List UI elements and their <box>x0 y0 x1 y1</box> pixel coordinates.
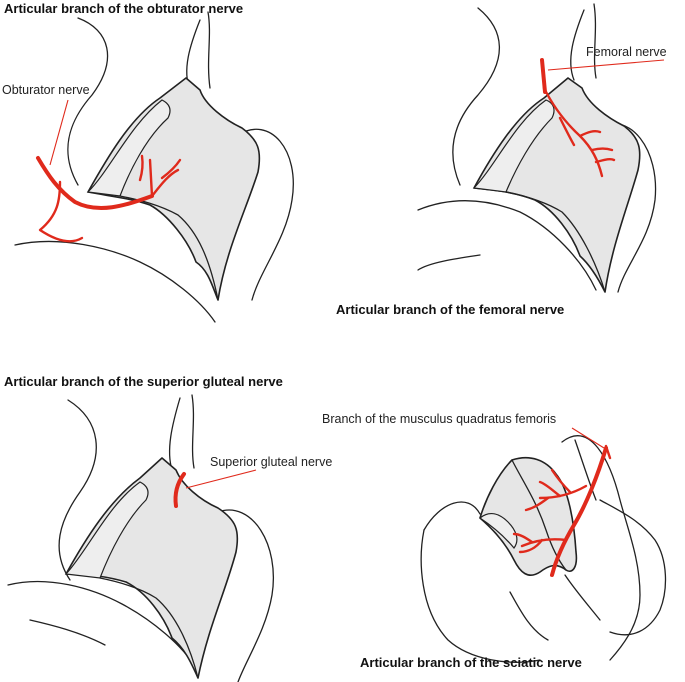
label-femoral-nerve: Femoral nerve <box>586 45 667 59</box>
hip-capsule <box>65 457 239 679</box>
thigh-outline <box>14 240 216 323</box>
leader-superior-gluteal <box>185 469 257 489</box>
superior-gluteal-nerve <box>173 472 186 508</box>
leader-femoral <box>547 59 665 71</box>
label-quadratus-femoris-branch: Branch of the musculus quadratus femoris <box>322 412 556 426</box>
panel-femoral: Femoral nerve Articular branch of the fe… <box>336 3 667 317</box>
leader-obturator <box>49 99 69 166</box>
panel-sciatic: Branch of the musculus quadratus femoris… <box>322 412 667 670</box>
panel-superior-gluteal: Articular branch of the superior gluteal… <box>4 374 332 682</box>
femoral-nerve <box>540 58 616 178</box>
sciatic-nerve <box>512 444 612 577</box>
panel-title-obturator: Articular branch of the obturator nerve <box>4 1 243 16</box>
panel-title-femoral: Articular branch of the femoral nerve <box>336 302 564 317</box>
leader-quadratus-femoris <box>571 427 605 449</box>
pelvis-outline <box>67 17 109 186</box>
panel-title-sciatic: Articular branch of the sciatic nerve <box>360 655 582 670</box>
label-obturator-nerve: Obturator nerve <box>2 83 90 97</box>
acetabular-rim <box>86 99 171 197</box>
femur-shaft-outline <box>237 128 294 301</box>
panel-obturator: Articular branch of the obturator nerve … <box>2 1 294 323</box>
panel-title-superior-gluteal: Articular branch of the superior gluteal… <box>4 374 283 389</box>
label-superior-gluteal-nerve: Superior gluteal nerve <box>210 455 332 469</box>
obturator-nerve <box>36 154 182 243</box>
